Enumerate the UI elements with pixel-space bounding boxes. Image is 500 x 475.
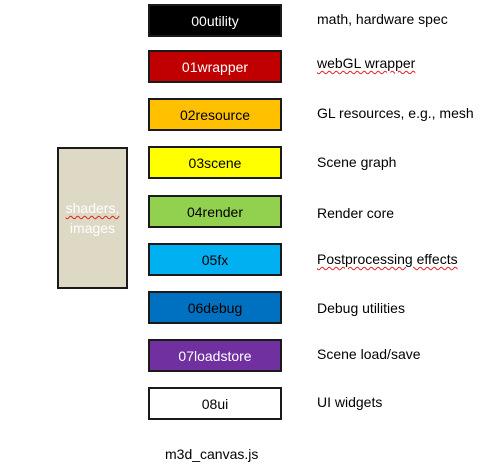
- module-box-05fx: 05fx: [148, 243, 282, 276]
- module-box-01wrapper: 01wrapper: [148, 50, 282, 83]
- module-box-04render: 04render: [148, 195, 282, 228]
- module-label: 06debug: [187, 299, 243, 316]
- module-description-02resource: GL resources, e.g., mesh: [317, 105, 474, 121]
- side-box-line-2: images: [69, 220, 116, 236]
- shaders-images-box: shaders, images: [57, 147, 128, 289]
- module-description-03scene: Scene graph: [317, 154, 397, 170]
- module-box-02resource: 02resource: [148, 98, 282, 131]
- module-description-00utility: math, hardware spec: [317, 11, 448, 27]
- module-label: 07loadstore: [178, 347, 252, 364]
- module-description-06debug: Debug utilities: [317, 300, 405, 316]
- module-box-08ui: 08ui: [148, 387, 282, 420]
- module-label: 08ui: [201, 395, 229, 412]
- module-description-05fx: Postprocessing effects: [317, 251, 458, 267]
- module-description-04render: Render core: [317, 205, 395, 221]
- module-label: 05fx: [201, 251, 229, 268]
- module-box-03scene: 03scene: [148, 146, 282, 179]
- module-box-06debug: 06debug: [148, 291, 282, 324]
- module-description-08ui: UI widgets: [317, 394, 383, 410]
- module-label: 04render: [186, 203, 244, 220]
- module-label: 02resource: [179, 106, 251, 123]
- module-label: 03scene: [188, 154, 242, 171]
- module-box-07loadstore: 07loadstore: [148, 339, 282, 372]
- footer-label: m3d_canvas.js: [165, 446, 259, 462]
- module-description-01wrapper: webGL wrapper: [317, 55, 416, 71]
- module-label: 00utility: [191, 12, 239, 29]
- module-label: 01wrapper: [181, 58, 249, 75]
- module-box-00utility: 00utility: [148, 4, 282, 37]
- module-description-07loadstore: Scene load/save: [317, 346, 421, 362]
- side-box-line-1: shaders,: [65, 200, 120, 216]
